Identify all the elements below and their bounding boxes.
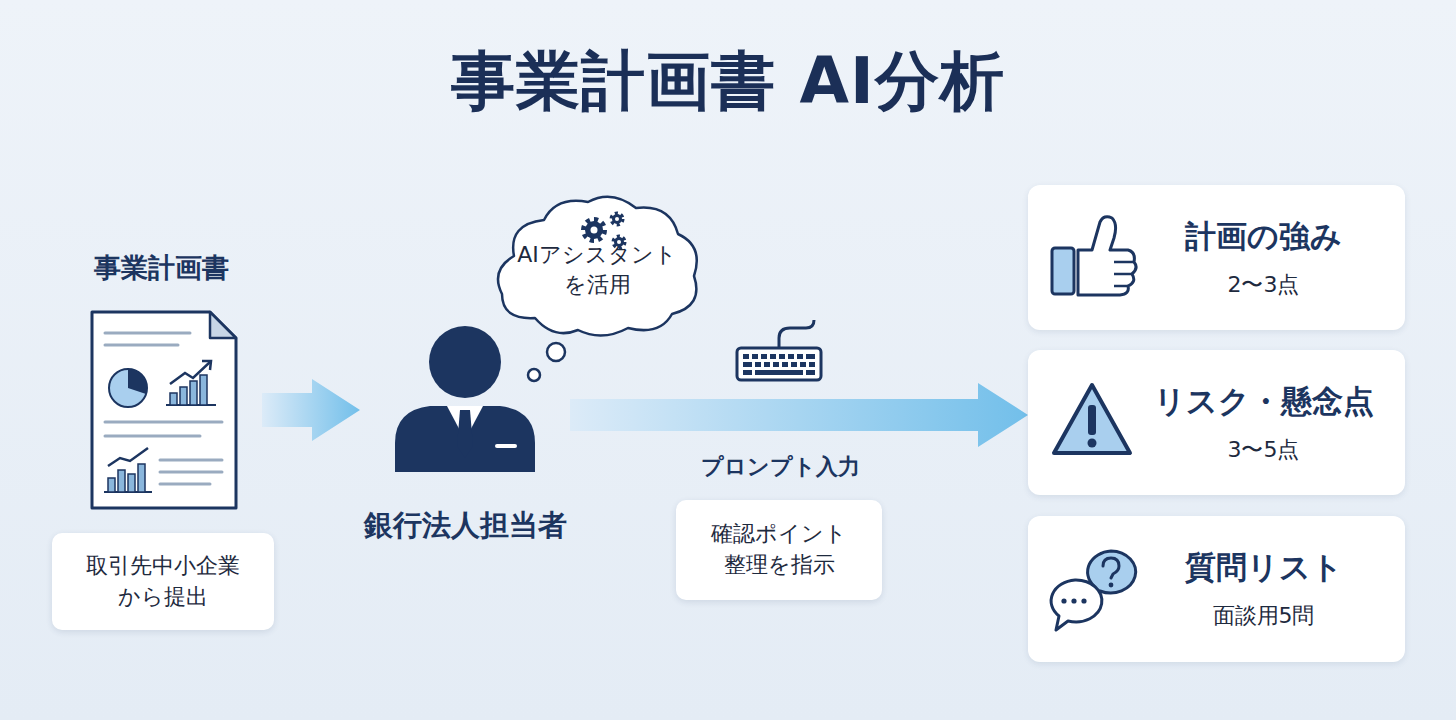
node-text: 銀行法人担当者 bbox=[364, 506, 567, 546]
node-text: リスク・懸念点 bbox=[1154, 381, 1374, 423]
key bbox=[743, 370, 752, 375]
chart-bar bbox=[190, 381, 197, 405]
person-head bbox=[429, 326, 501, 398]
chart-bar bbox=[108, 478, 115, 492]
chart-bar bbox=[170, 393, 177, 405]
flow-arrow bbox=[262, 379, 360, 441]
person-node: 銀行法人担当者 bbox=[360, 318, 570, 546]
keyboard-cable bbox=[779, 320, 814, 348]
person-pocket bbox=[495, 444, 517, 448]
document-fold bbox=[210, 312, 236, 338]
thought-cloud: AIアシスタント を活用 bbox=[490, 190, 704, 340]
text-line bbox=[105, 421, 222, 424]
key bbox=[755, 370, 803, 375]
person-collar bbox=[447, 406, 483, 440]
diagram-title: 事業計画書 AI分析 bbox=[0, 38, 1456, 125]
chart-bar bbox=[128, 474, 135, 492]
key bbox=[806, 354, 815, 359]
chart-bar bbox=[118, 470, 125, 492]
key bbox=[743, 354, 749, 359]
key bbox=[788, 354, 794, 359]
document-node: 事業計画書 bbox=[60, 250, 262, 512]
chart-bar bbox=[180, 387, 187, 405]
node-text: 計画の強み bbox=[1185, 216, 1342, 258]
key bbox=[755, 362, 761, 367]
thought-bubble bbox=[547, 343, 565, 361]
document-illustration bbox=[92, 312, 236, 508]
key bbox=[752, 354, 758, 359]
node-subtext: 2〜3点 bbox=[1228, 270, 1300, 300]
person-tie bbox=[457, 410, 473, 458]
key bbox=[773, 362, 779, 367]
trend-arrow bbox=[170, 362, 210, 384]
keyboard-keys bbox=[743, 354, 815, 375]
node-subtext: 面談用5問 bbox=[1213, 601, 1315, 631]
trend-arrow-head bbox=[202, 361, 211, 370]
key bbox=[806, 370, 815, 375]
key bbox=[761, 354, 767, 359]
node-text: 取引先中小企業 から提出 bbox=[66, 551, 260, 613]
node-text: AIアシスタント を活用 bbox=[505, 240, 689, 299]
keyboard-icon bbox=[737, 320, 821, 380]
pie-slice bbox=[128, 369, 147, 394]
source-callout: 取引先中小企業 から提出 bbox=[52, 533, 274, 630]
chart-axis bbox=[166, 404, 216, 406]
person-body bbox=[395, 406, 535, 472]
keyboard-body bbox=[737, 348, 821, 380]
key bbox=[797, 354, 803, 359]
node-text: 事業計画書 bbox=[94, 250, 229, 286]
flow-arrow bbox=[570, 383, 1028, 447]
result-box: リスク・懸念点 3〜5点 bbox=[1028, 350, 1405, 495]
text-line bbox=[105, 332, 190, 335]
key bbox=[791, 362, 797, 367]
node-subtext: 3〜5点 bbox=[1228, 435, 1300, 465]
instruction-box: 確認ポイント 整理を指示 bbox=[676, 500, 882, 600]
key bbox=[809, 362, 815, 367]
node-text: 質問リスト bbox=[1185, 547, 1343, 589]
text-line bbox=[160, 483, 210, 486]
trend-arrow bbox=[108, 448, 148, 466]
thought-bubble bbox=[528, 369, 540, 381]
key bbox=[764, 362, 770, 367]
text-line bbox=[160, 459, 222, 462]
key bbox=[782, 362, 788, 367]
chart-bar bbox=[200, 375, 207, 405]
document-paper bbox=[92, 312, 236, 508]
result-box: 質問リスト面談用5問 bbox=[1028, 516, 1405, 662]
person-icon bbox=[395, 326, 535, 472]
edge-label: プロンプト入力 bbox=[670, 452, 890, 482]
pie-chart bbox=[109, 369, 147, 407]
chart-axis bbox=[104, 491, 152, 493]
key bbox=[743, 362, 752, 367]
cloud-outline bbox=[498, 197, 697, 336]
chart-bar bbox=[138, 464, 145, 492]
node-text: 確認ポイント 整理を指示 bbox=[690, 519, 868, 581]
key bbox=[770, 354, 776, 359]
result-box: 計画の強み 2〜3点 bbox=[1028, 185, 1405, 330]
text-line bbox=[105, 435, 200, 438]
text-line bbox=[105, 344, 178, 347]
key bbox=[800, 362, 806, 367]
text-line bbox=[160, 471, 222, 474]
key bbox=[779, 354, 785, 359]
